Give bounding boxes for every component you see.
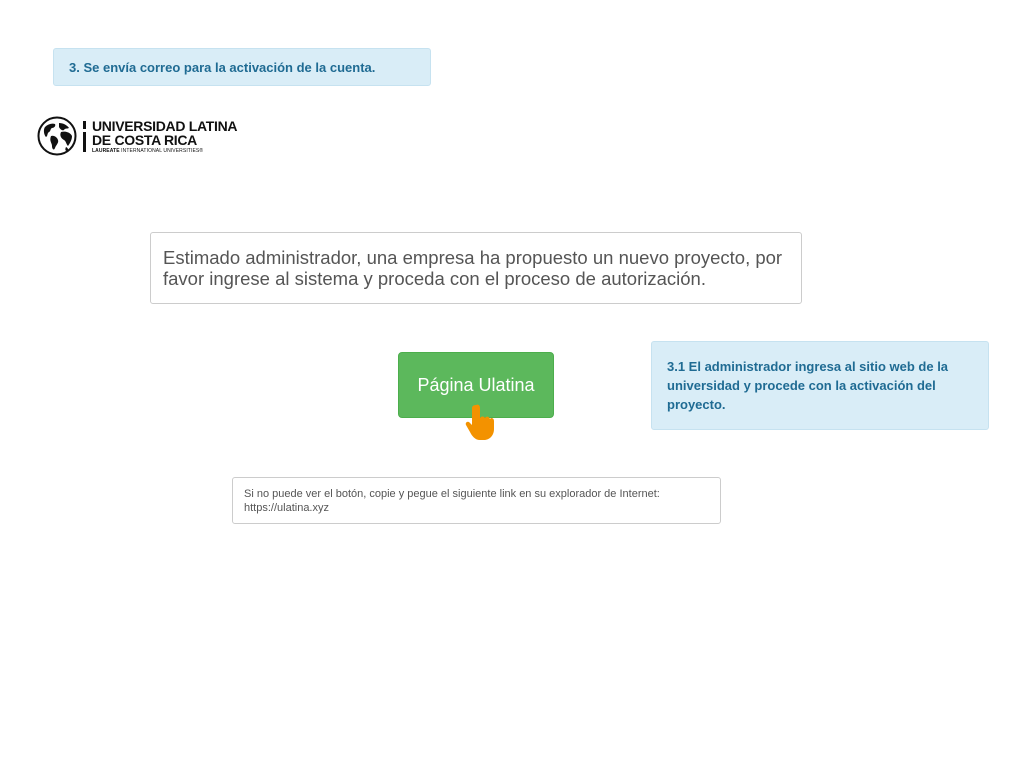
logo-line-2: DE COSTA RICA (92, 131, 197, 148)
step-note: 3. Se envía correo para la activación de… (53, 48, 431, 86)
pagina-ulatina-button-label: Página Ulatina (417, 374, 535, 395)
logo-divider (83, 120, 86, 152)
fallback-link-box: Si no puede ver el botón, copie y pegue … (232, 477, 721, 524)
fallback-instructions: Si no puede ver el botón, copie y pegue … (244, 488, 660, 500)
logo-wordmark: UNIVERSIDAD LATINA DE COSTA RICA LAUREAT… (92, 117, 238, 154)
globe-icon (37, 116, 77, 156)
step-note-text: 3. Se envía correo para la activación de… (69, 59, 376, 75)
logo-line-3: LAUREATE INTERNATIONAL UNIVERSITIES® (92, 147, 237, 154)
logo-line-3-rest: INTERNATIONAL UNIVERSITIES® (121, 147, 204, 154)
university-logo: UNIVERSIDAD LATINA DE COSTA RICA LAUREAT… (37, 115, 242, 157)
logo-line-1: UNIVERSIDAD LATINA (92, 117, 238, 134)
fallback-link[interactable]: https://ulatina.xyz (244, 502, 329, 514)
admin-note: 3.1 El administrador ingresa al sitio we… (651, 341, 989, 430)
email-message: Estimado administrador, una empresa ha p… (150, 232, 802, 304)
hand-pointer-icon (465, 404, 494, 440)
logo-line-3-bold: LAUREATE (92, 147, 120, 154)
pagina-ulatina-button[interactable]: Página Ulatina (398, 352, 554, 418)
